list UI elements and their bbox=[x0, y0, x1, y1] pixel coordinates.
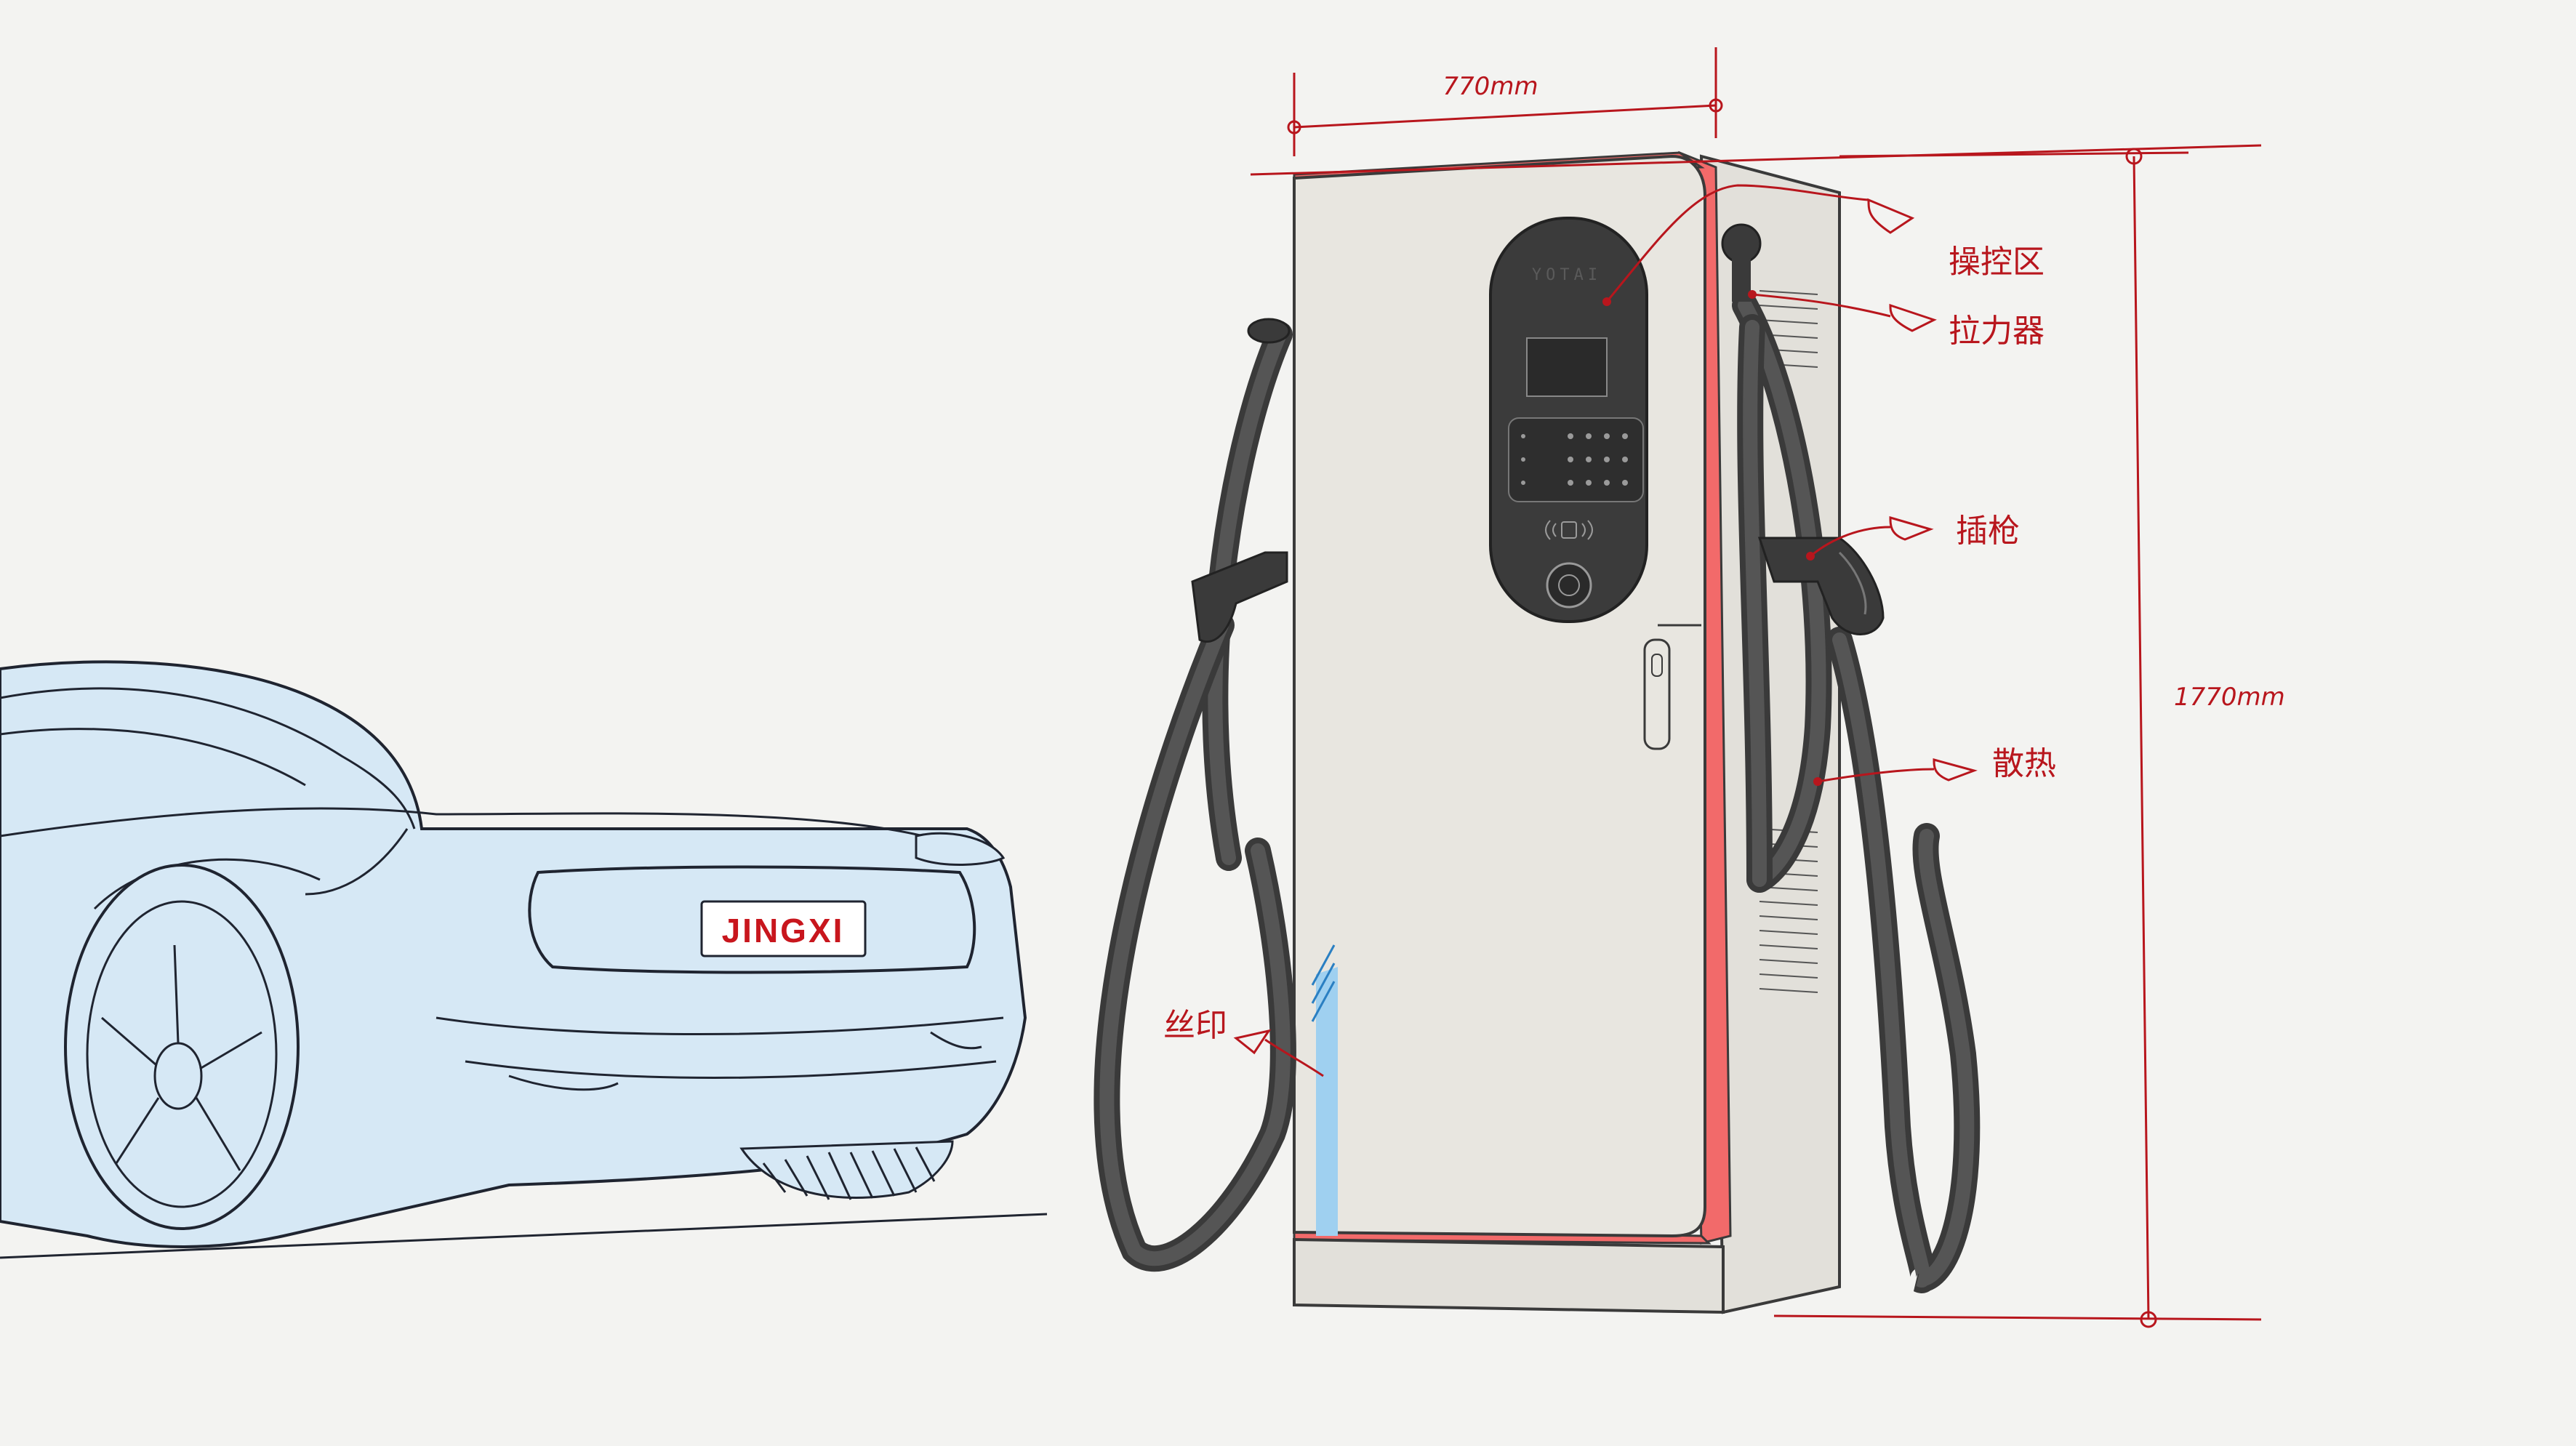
display-screen bbox=[1526, 337, 1608, 397]
license-plate bbox=[700, 900, 867, 957]
keypad[interactable] bbox=[1508, 417, 1644, 502]
annotation-puller: 拉力器 bbox=[1949, 313, 2045, 350]
annotation-cooling: 散热 bbox=[1992, 745, 2056, 782]
emergency-stop-button[interactable] bbox=[1546, 562, 1592, 608]
annotation-control: 操控区 bbox=[1949, 244, 2045, 281]
left-charging-gun[interactable] bbox=[1191, 318, 1291, 643]
silk-print-stripe bbox=[1316, 967, 1338, 1236]
plate-text: JINGXI bbox=[722, 912, 845, 949]
kiosk-brand: YOTAI bbox=[1532, 266, 1602, 284]
left-cable bbox=[1094, 321, 1296, 1272]
width-label: 770mm bbox=[1443, 72, 1538, 101]
dimension-height bbox=[1250, 144, 2262, 1328]
cable-puller[interactable] bbox=[1721, 223, 1762, 302]
car-sketch: JINGXI bbox=[0, 660, 1048, 1259]
right-charging-gun[interactable] bbox=[1757, 537, 1885, 635]
annotation-plug: 插枪 bbox=[1956, 513, 2020, 550]
right-cable bbox=[1732, 292, 1981, 1293]
annotation-print: 丝印 bbox=[1163, 1007, 1227, 1044]
door-handle[interactable] bbox=[1643, 638, 1671, 750]
rfid-icon bbox=[1545, 520, 1593, 540]
control-panel[interactable]: YOTAI bbox=[1489, 217, 1648, 623]
wheel bbox=[64, 864, 300, 1230]
dimension-width bbox=[1287, 47, 1723, 156]
height-label: 1770mm bbox=[2174, 683, 2285, 712]
